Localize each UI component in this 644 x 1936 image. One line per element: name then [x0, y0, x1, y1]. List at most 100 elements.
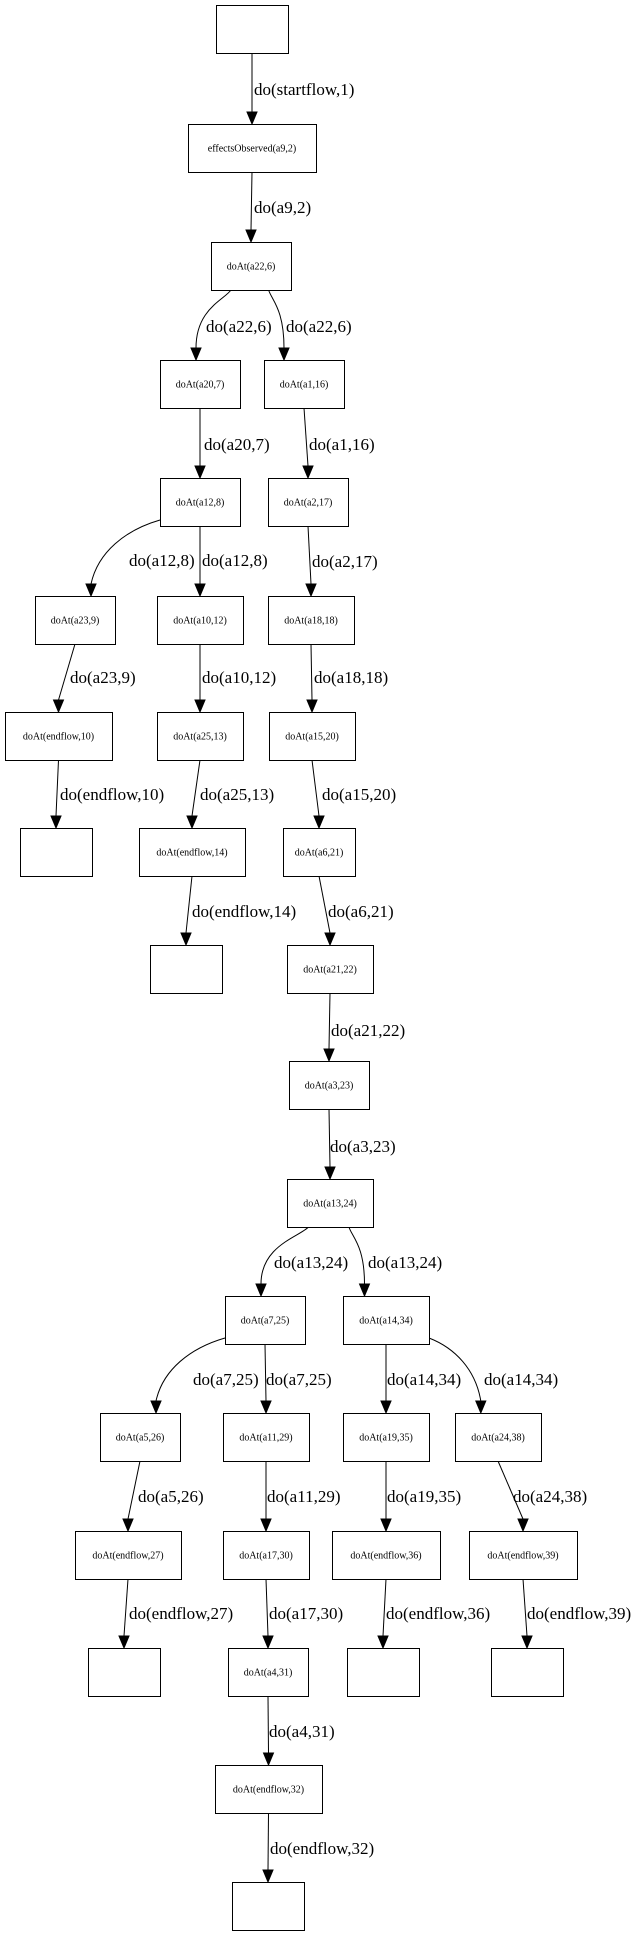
node-box	[225, 1296, 306, 1345]
arrowhead-icon	[122, 1518, 134, 1533]
action-node: doAt(a22,6)	[211, 242, 292, 291]
edge: do(a13,24)	[255, 1226, 348, 1298]
edge-label: do(a10,12)	[202, 668, 276, 687]
edge-label: do(a22,6)	[286, 317, 352, 336]
action-node: doAt(a2,17)	[268, 478, 349, 527]
action-node: doAt(a7,25)	[225, 1296, 306, 1345]
arrowhead-icon	[324, 1166, 336, 1181]
node-label: doAt(a23,9)	[51, 616, 100, 627]
empty-state-node	[216, 5, 289, 54]
node-box	[223, 1413, 310, 1462]
edge-line	[522, 1578, 528, 1637]
arrowhead-icon	[262, 1869, 274, 1884]
edge-line	[260, 1226, 309, 1285]
edge: do(a18,18)	[306, 643, 388, 714]
arrowhead-icon	[194, 699, 206, 714]
arrowhead-icon	[52, 699, 65, 714]
node-label: doAt(endflow,39)	[487, 1551, 558, 1562]
edge-label: do(a13,24)	[274, 1253, 348, 1272]
edge: do(a20,7)	[194, 408, 270, 480]
action-node: doAt(a4,31)	[228, 1648, 309, 1697]
edge-line	[185, 875, 193, 934]
edge-label: do(endflow,27)	[129, 1604, 233, 1623]
edge-label: do(endflow,36)	[386, 1604, 490, 1623]
arrowhead-icon	[260, 1518, 272, 1533]
arrowhead-icon	[380, 1518, 392, 1533]
node-box	[215, 1765, 323, 1814]
empty-state-node	[20, 828, 93, 877]
action-node: doAt(endflow,36)	[332, 1531, 441, 1580]
node-box	[347, 1648, 420, 1697]
edge-label: do(a5,26)	[138, 1487, 204, 1506]
node-box	[469, 1531, 578, 1580]
edge: do(a15,20)	[311, 759, 396, 830]
action-node: doAt(a10,12)	[157, 596, 244, 645]
node-box	[232, 1882, 305, 1931]
edge-label: do(a14,34)	[484, 1370, 558, 1389]
edge-label: do(startflow,1)	[254, 80, 354, 99]
edge-label: do(a3,23)	[330, 1137, 396, 1156]
edge-line	[155, 1337, 226, 1402]
edge: do(endflow,32)	[262, 1812, 374, 1884]
arrowhead-icon	[50, 815, 62, 830]
edge-line	[195, 289, 232, 349]
edge: do(a9,2)	[245, 171, 311, 244]
edge-label: do(a19,35)	[387, 1487, 461, 1506]
action-node: doAt(a21,22)	[287, 945, 374, 994]
node-label: doAt(a13,24)	[303, 1199, 357, 1210]
edge-label: do(a23,9)	[70, 668, 136, 687]
edge-line	[310, 643, 313, 701]
node-box	[287, 945, 374, 994]
edge-label: do(a15,20)	[322, 785, 396, 804]
edge: do(a17,30)	[262, 1578, 343, 1650]
arrowhead-icon	[260, 1400, 272, 1415]
action-node: doAt(a13,24)	[287, 1179, 374, 1228]
edge: do(a13,24)	[348, 1226, 442, 1298]
arrowhead-icon	[150, 1400, 162, 1415]
edge-label: do(endflow,10)	[60, 785, 164, 804]
edge: do(a12,8)	[194, 526, 268, 598]
node-box	[223, 1531, 310, 1580]
edge-line	[303, 407, 309, 467]
edge-line	[123, 1578, 129, 1637]
edge-label: do(a4,31)	[269, 1722, 335, 1741]
arrowhead-icon	[180, 932, 192, 947]
arrowhead-icon	[324, 932, 336, 947]
edge: do(a19,35)	[380, 1461, 461, 1533]
edge-line	[382, 1578, 387, 1637]
arrowhead-icon	[85, 583, 97, 598]
edge: do(a12,8)	[85, 519, 195, 598]
empty-state-node	[88, 1648, 161, 1697]
node-label: doAt(endflow,27)	[92, 1551, 163, 1562]
action-node: doAt(a17,30)	[223, 1531, 310, 1580]
node-label: doAt(a24,38)	[471, 1433, 525, 1444]
arrowhead-icon	[246, 111, 258, 126]
node-label: doAt(a15,20)	[285, 732, 339, 743]
arrowhead-icon	[278, 347, 290, 362]
action-node: doAt(a5,26)	[100, 1413, 181, 1462]
node-box	[35, 596, 116, 645]
empty-state-node	[232, 1882, 305, 1931]
node-label: doAt(a25,13)	[173, 732, 227, 743]
edge-label: do(a17,30)	[269, 1604, 343, 1623]
edge: do(a21,22)	[323, 992, 405, 1063]
node-label: doAt(a18,18)	[284, 616, 338, 627]
node-label: doAt(endflow,32)	[233, 1785, 304, 1796]
edge: do(endflow,14)	[180, 875, 296, 947]
edge-line	[58, 643, 76, 701]
node-box	[264, 360, 345, 409]
action-node: doAt(endflow,10)	[5, 712, 113, 761]
edge-line	[55, 759, 59, 817]
node-box	[139, 828, 246, 877]
action-node: doAt(a19,35)	[343, 1413, 430, 1462]
empty-state-node	[150, 945, 223, 994]
edge: do(a7,25)	[260, 1343, 332, 1415]
arrowhead-icon	[358, 1283, 371, 1298]
node-box	[228, 1648, 309, 1697]
edge-label: do(endflow,39)	[527, 1604, 631, 1623]
edge: do(a5,26)	[122, 1460, 204, 1533]
edge-line	[264, 1343, 267, 1402]
edge-label: do(a1,16)	[309, 435, 375, 454]
node-box	[157, 712, 244, 761]
arrowhead-icon	[475, 1400, 487, 1415]
